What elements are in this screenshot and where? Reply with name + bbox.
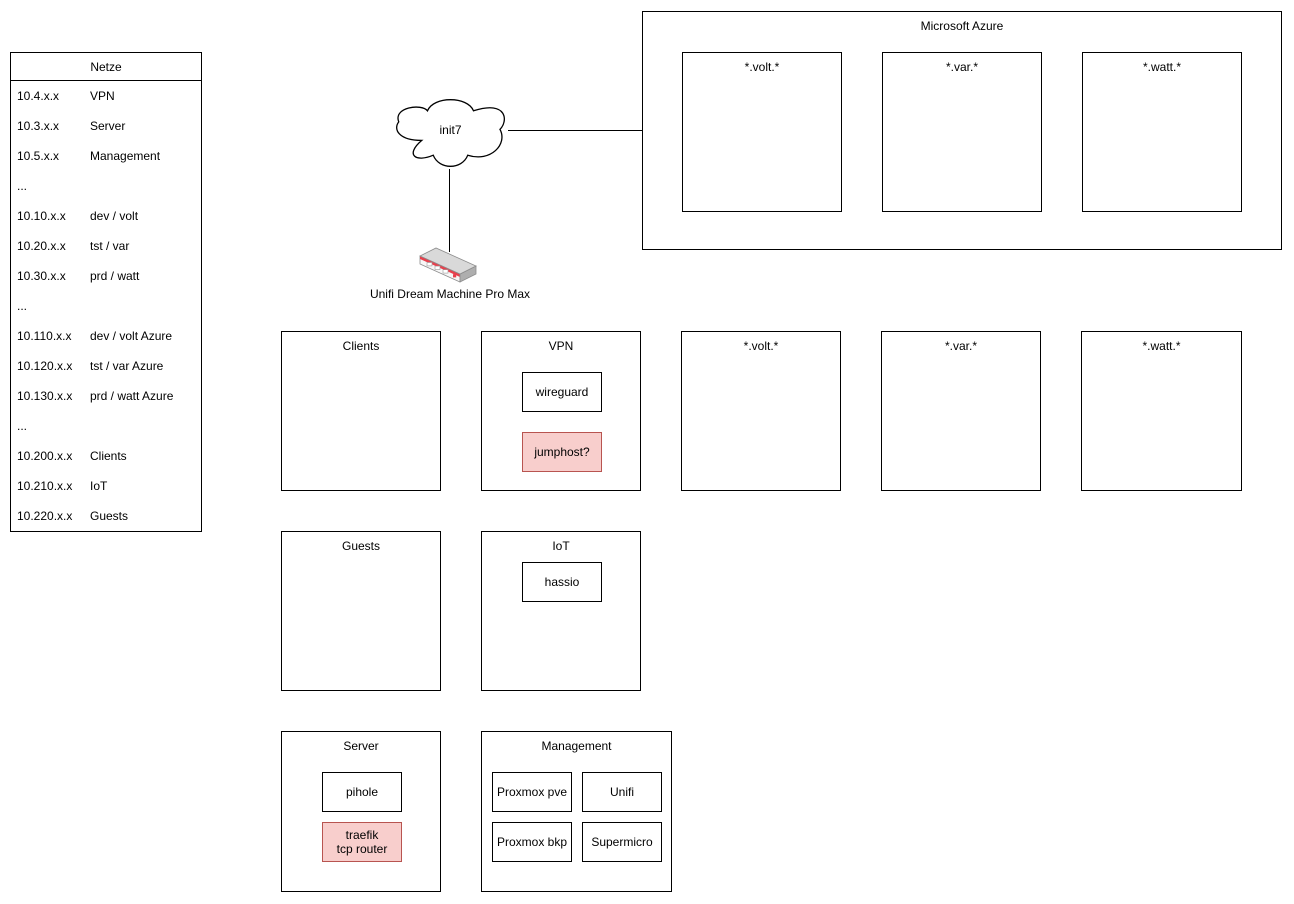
network-name: prd / watt — [90, 269, 140, 283]
internet-cloud-icon — [393, 96, 508, 170]
router-label: Unifi Dream Machine Pro Max — [369, 287, 531, 301]
network-cidr: 10.20.x.x — [17, 239, 66, 253]
network-name: Server — [90, 119, 126, 133]
network-cidr: 10.5.x.x — [17, 149, 60, 163]
table-row: 10.220.x.x Guests — [11, 501, 201, 531]
zone-management-title: Management — [541, 739, 612, 753]
table-row: ... — [11, 411, 201, 441]
table-row: 10.110.x.x dev / volt Azure — [11, 321, 201, 351]
node-traefik-tcp-router: traefik tcp router — [322, 822, 402, 862]
table-row: 10.200.x.x Clients — [11, 441, 201, 471]
network-cidr: 10.4.x.x — [17, 89, 60, 103]
network-cidr: 10.130.x.x — [17, 389, 73, 403]
network-cidr: 10.110.x.x — [17, 329, 72, 343]
table-row: 10.210.x.x IoT — [11, 471, 201, 501]
network-name: Management — [90, 149, 161, 163]
table-row: 10.4.x.x VPN — [11, 81, 201, 111]
table-row: 10.10.x.x dev / volt — [11, 201, 201, 231]
zone-microsoft-azure: Microsoft Azure *.volt.* *.var.* *.watt.… — [642, 11, 1282, 250]
zone-server: Server pihole traefik tcp router — [281, 731, 441, 892]
azure-service-var: *.var.* — [882, 52, 1042, 212]
zone-vpn: VPN wireguard jumphost? — [481, 331, 641, 491]
network-cidr: ... — [17, 419, 28, 433]
node-proxmox-bkp: Proxmox bkp — [492, 822, 572, 862]
azure-service-volt: *.volt.* — [682, 52, 842, 212]
zone-vpn-title: VPN — [548, 339, 574, 353]
edge-internet-to-router — [449, 169, 450, 252]
zone-clients: Clients — [281, 331, 441, 491]
zone-guests: Guests — [281, 531, 441, 691]
node-jumphost: jumphost? — [522, 432, 602, 472]
node-proxmox-pve: Proxmox pve — [492, 772, 572, 812]
network-cidr: 10.210.x.x — [17, 479, 73, 493]
netze-table: Netze 10.4.x.x VPN 10.3.x.x Server 10.5.… — [10, 52, 202, 532]
edge-internet-to-azure — [508, 130, 642, 131]
network-name: dev / volt Azure — [90, 329, 173, 343]
netze-table-title: Netze — [11, 53, 201, 81]
node-hassio: hassio — [522, 562, 602, 602]
zone-iot: IoT hassio — [481, 531, 641, 691]
table-row: 10.20.x.x tst / var — [11, 231, 201, 261]
network-cidr: 10.3.x.x — [17, 119, 60, 133]
table-row: 10.3.x.x Server — [11, 111, 201, 141]
zone-server-title: Server — [343, 739, 379, 753]
network-cidr: ... — [17, 179, 28, 193]
network-cidr: 10.120.x.x — [17, 359, 73, 373]
table-row: 10.130.x.x prd / watt Azure — [11, 381, 201, 411]
zone-clients-title: Clients — [342, 339, 380, 353]
network-name: tst / var — [90, 239, 130, 253]
table-row: ... — [11, 171, 201, 201]
zone-local-volt: *.volt.* — [681, 331, 841, 491]
router-icon — [418, 239, 480, 283]
network-cidr: 10.10.x.x — [17, 209, 66, 223]
internet-cloud: init7 — [393, 96, 508, 170]
node-supermicro: Supermicro — [582, 822, 662, 862]
network-name: dev / volt — [90, 209, 139, 223]
zone-local-watt-label: *.watt.* — [1142, 339, 1181, 353]
table-row: ... — [11, 291, 201, 321]
zone-local-volt-label: *.volt.* — [743, 339, 779, 353]
network-name: Guests — [90, 509, 129, 523]
network-cidr: 10.200.x.x — [17, 449, 73, 463]
table-row: 10.5.x.x Management — [11, 141, 201, 171]
network-name: VPN — [90, 89, 115, 103]
zone-guests-title: Guests — [341, 539, 380, 553]
node-pihole: pihole — [322, 772, 402, 812]
table-row: 10.120.x.x tst / var Azure — [11, 351, 201, 381]
network-cidr: 10.30.x.x — [17, 269, 66, 283]
zone-local-var-label: *.var.* — [944, 339, 977, 353]
azure-service-watt-label: *.watt.* — [1142, 60, 1181, 74]
zone-local-watt: *.watt.* — [1081, 331, 1242, 491]
zone-management: Management Proxmox pve Unifi Proxmox bkp… — [481, 731, 672, 892]
zone-iot-title: IoT — [552, 539, 570, 553]
network-cidr: 10.220.x.x — [17, 509, 73, 523]
internet-provider-label: init7 — [439, 123, 462, 137]
azure-service-var-label: *.var.* — [945, 60, 978, 74]
node-unifi: Unifi — [582, 772, 662, 812]
azure-service-volt-label: *.volt.* — [744, 60, 780, 74]
azure-service-watt: *.watt.* — [1082, 52, 1242, 212]
azure-title: Microsoft Azure — [920, 19, 1004, 33]
zone-local-var: *.var.* — [881, 331, 1041, 491]
network-name: Clients — [90, 449, 127, 463]
network-name: tst / var Azure — [90, 359, 164, 373]
network-name: IoT — [90, 479, 108, 493]
network-cidr: ... — [17, 299, 28, 313]
network-name: prd / watt Azure — [90, 389, 174, 403]
node-wireguard: wireguard — [522, 372, 602, 412]
table-row: 10.30.x.x prd / watt — [11, 261, 201, 291]
